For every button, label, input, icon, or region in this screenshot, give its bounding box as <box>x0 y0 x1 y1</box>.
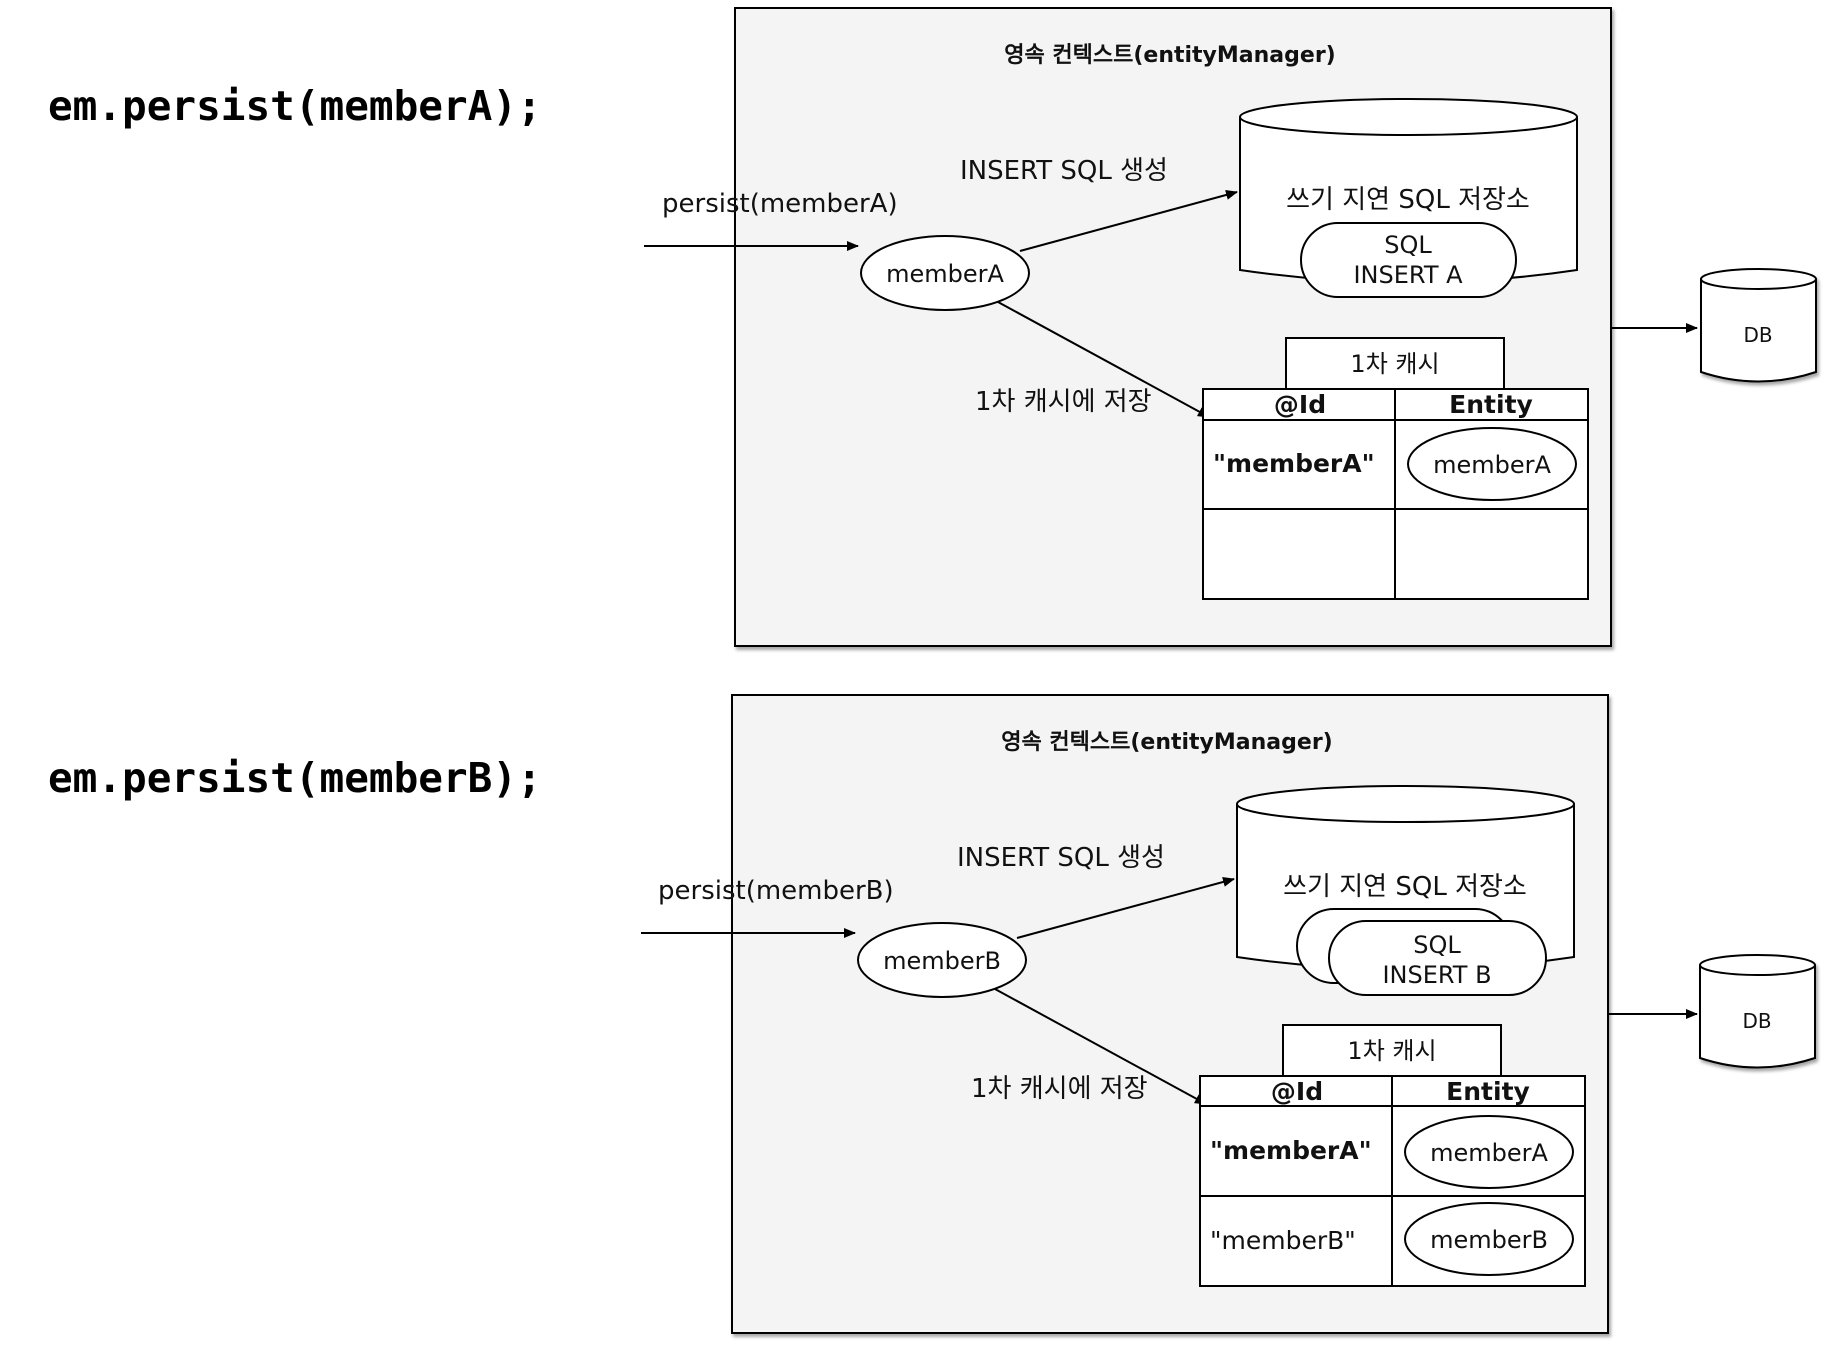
sql-store-top <box>1236 785 1575 823</box>
first-level-cache-table: @Id Entity "memberA" memberA "memberB" m… <box>1199 1075 1586 1287</box>
cache-header-id: @Id <box>1274 390 1326 419</box>
db-label: DB <box>1742 1009 1771 1033</box>
sql-item <box>1328 920 1547 996</box>
sql-item-line1: SQL <box>1384 231 1432 259</box>
cache-row-id: "memberB" <box>1210 1226 1356 1255</box>
context-title: 영속 컨텍스트(entityManager) <box>1004 43 1335 68</box>
persist-call-label: persist(memberA) <box>662 189 898 219</box>
code-line: em.persist(memberB); <box>48 754 542 802</box>
first-level-cache-table: @Id Entity "memberA" memberA <box>1202 388 1589 600</box>
cache-tab <box>1282 1024 1502 1077</box>
cache-store-arrow <box>997 301 1210 418</box>
cache-row-id: "memberA" <box>1210 1136 1372 1165</box>
sql-store-label: 쓰기 지연 SQL 저장소 <box>1283 872 1527 902</box>
panel-1: em.persist(memberA); 영속 컨텍스트(entityManag… <box>48 7 1817 647</box>
cache-header-entity: Entity <box>1446 1077 1530 1106</box>
context-title: 영속 컨텍스트(entityManager) <box>1001 730 1332 755</box>
sql-item-line2: INSERT B <box>1382 961 1491 989</box>
entity-node <box>857 922 1027 998</box>
cache-row-entity: memberB <box>1430 1226 1548 1254</box>
cache-row-entity-node <box>1407 427 1577 501</box>
cache-header-id: @Id <box>1271 1077 1323 1106</box>
db-cylinder <box>1700 268 1817 383</box>
sql-item-line2: INSERT A <box>1353 261 1463 289</box>
cache-store-label: 1차 캐시에 저장 <box>971 1074 1148 1104</box>
cache-row-entity: memberA <box>1430 1139 1548 1167</box>
sql-item-line1: SQL <box>1413 931 1461 959</box>
code-line: em.persist(memberA); <box>48 82 542 130</box>
persist-call-label: persist(memberB) <box>658 876 894 906</box>
insert-sql-arrow <box>1019 190 1238 252</box>
insert-sql-arrow <box>1016 877 1235 939</box>
insert-sql-label: INSERT SQL 생성 <box>960 156 1168 186</box>
cache-row-entity-node <box>1404 1202 1574 1276</box>
cache-store-arrow <box>994 988 1207 1105</box>
sql-store-top <box>1239 98 1578 136</box>
cache-row-entity-node <box>1404 1115 1574 1189</box>
entity-node <box>860 235 1030 311</box>
db-cylinder <box>1699 954 1816 1069</box>
entity-node-label: memberA <box>886 260 1004 288</box>
cache-row-id: "memberA" <box>1213 449 1375 478</box>
cache-header-entity: Entity <box>1449 390 1533 419</box>
sql-store-label: 쓰기 지연 SQL 저장소 <box>1286 185 1530 215</box>
sql-item <box>1300 222 1517 298</box>
cache-store-label: 1차 캐시에 저장 <box>975 387 1152 417</box>
panel-2: em.persist(memberB); 영속 컨텍스트(entityManag… <box>48 694 1816 1334</box>
entity-node-label: memberB <box>883 947 1001 975</box>
cache-tab-label: 1차 캐시 <box>1347 1037 1436 1065</box>
cache-tab-label: 1차 캐시 <box>1350 350 1439 378</box>
insert-sql-label: INSERT SQL 생성 <box>957 843 1165 873</box>
cache-row-entity: memberA <box>1433 451 1551 479</box>
db-label: DB <box>1743 323 1772 347</box>
